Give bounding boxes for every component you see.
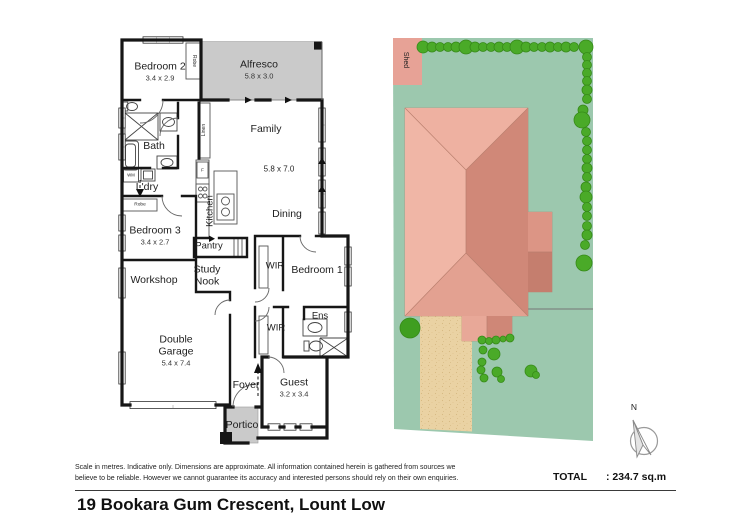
window-arrow-icon — [318, 185, 326, 192]
room-label-wir1: WIR — [265, 260, 285, 272]
trees — [399, 39, 594, 383]
room-label-family: Family — [250, 123, 282, 136]
compass-icon — [629, 419, 659, 459]
room-label-robe2: Robe — [190, 55, 197, 67]
door-arcs — [139, 99, 317, 408]
house-roof — [404, 107, 553, 342]
site-plan — [393, 38, 659, 459]
room-label-kitchen: Kitchen — [204, 195, 216, 227]
room-label-bedroom1: Bedroom 1 — [291, 264, 343, 277]
total-value: : 234.7 sq.m — [606, 471, 667, 483]
compass-north-label: N — [630, 402, 638, 412]
room-label-laundry: L'dry — [135, 181, 159, 194]
room-label-alfresco: Alfresco 5.8 x 3.0 — [240, 58, 278, 81]
room-label-garage: Double Garage 5.4 x 7.4 — [158, 333, 194, 368]
room-label-pantry: Pantry — [195, 240, 223, 252]
portico-pier — [220, 432, 232, 444]
room-label-linen: Linen — [200, 123, 207, 137]
room-label-robe3: Robe — [134, 202, 146, 208]
room-label-bedroom2: Bedroom 2 3.4 x 2.9 — [134, 60, 186, 83]
room-label-foyer: Foyer — [232, 379, 260, 392]
fridge-label: F — [201, 167, 204, 173]
entry-arrows — [136, 96, 326, 396]
room-label-bath: Bath — [143, 140, 165, 153]
wm-label: WM — [127, 172, 135, 178]
room-label-dining: Dining — [272, 208, 302, 221]
room-label-workshop: Workshop — [130, 274, 178, 287]
disclaimer-text: Scale in metres. Indicative only. Dimens… — [75, 464, 459, 482]
property-address: 19 Bookara Gum Crescent, Lount Low — [77, 495, 385, 514]
walls-exterior — [120, 38, 350, 445]
room-label-wir2: WIR — [266, 322, 286, 334]
alfresco-door-arrow-icon — [245, 96, 252, 104]
walls-interior — [120, 98, 350, 407]
footer-divider — [75, 490, 676, 491]
room-label-portico: Portico — [225, 419, 259, 432]
room-label-bedroom3: Bedroom 3 3.4 x 2.7 — [129, 224, 181, 247]
floor-plan — [118, 36, 352, 445]
alfresco-post — [314, 41, 322, 50]
room-label-study-nook: Study Nook — [193, 263, 221, 287]
shed-label: Shed — [401, 51, 409, 69]
pantry-arrow-icon — [209, 235, 215, 242]
room-label-ensuite: Ens — [311, 310, 329, 322]
room-dims-family: 5.8 x 7.0 — [263, 164, 295, 174]
alfresco-door-arrow-icon — [285, 96, 292, 104]
total-label: TOTAL — [553, 471, 588, 483]
room-label-guest: Guest 3.2 x 3.4 — [279, 376, 309, 399]
window-arrow-icon — [318, 157, 326, 164]
alfresco-area — [200, 41, 323, 101]
driveway-texture — [420, 316, 472, 432]
